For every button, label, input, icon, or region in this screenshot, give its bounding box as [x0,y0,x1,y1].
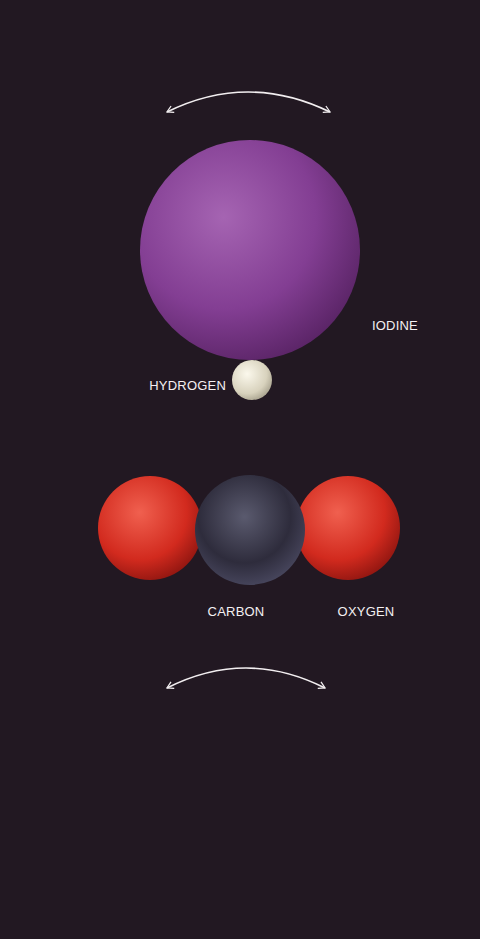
atom-label: OXYGEN [338,604,395,620]
atom-label: CARBON [208,604,265,620]
carbon-atom [195,475,305,585]
oxygen-atom [98,476,202,580]
rotation-arrow [167,92,330,112]
iodine-atom [140,140,360,360]
atom-label: HYDROGEN [149,378,226,394]
atom-label: IODINE [372,318,418,334]
oxygen-atom [296,476,400,580]
hydrogen-atom [232,360,272,400]
rotation-arrow [167,668,325,688]
